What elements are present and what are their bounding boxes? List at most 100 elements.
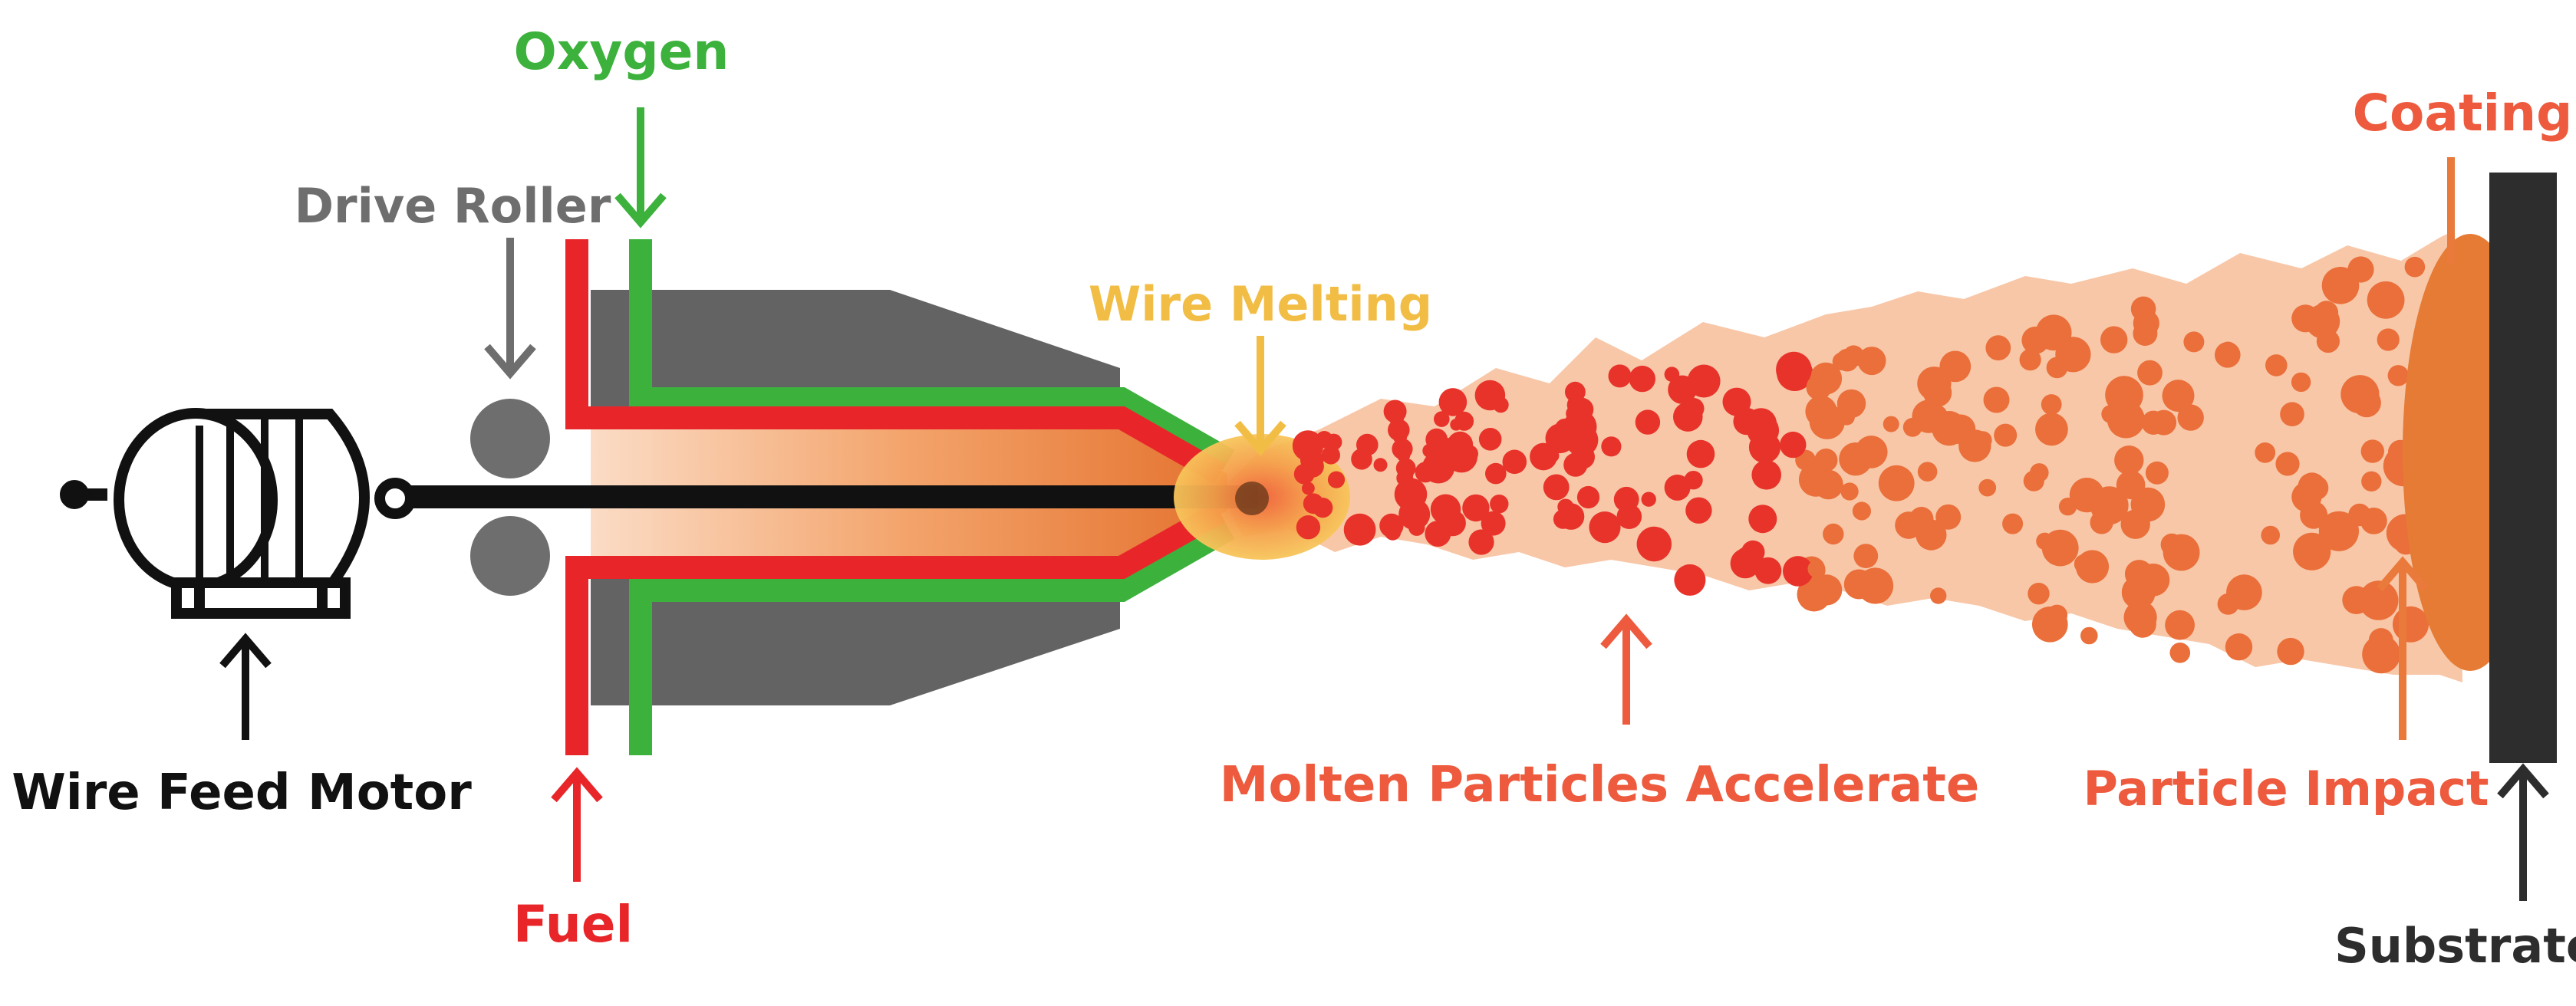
particle xyxy=(1930,587,1947,604)
particle xyxy=(1733,407,1761,436)
particle xyxy=(1292,430,1324,462)
particle xyxy=(1840,482,1859,501)
particle-impact-arrow xyxy=(2377,556,2429,740)
drive-roller-icon xyxy=(470,399,550,596)
wire-melting-arrow xyxy=(1234,336,1286,456)
particle xyxy=(2080,626,2098,645)
particle xyxy=(1783,556,1813,587)
particle xyxy=(1401,468,1414,482)
particle xyxy=(1895,511,1923,539)
particle xyxy=(2035,413,2068,446)
particle xyxy=(1853,544,1879,568)
particle xyxy=(1856,567,1894,604)
particle xyxy=(2019,349,2041,371)
particle xyxy=(1384,524,1402,541)
drive-roller-arrow xyxy=(484,238,536,380)
particle xyxy=(2293,532,2331,570)
particle xyxy=(1438,388,1468,416)
particle xyxy=(1754,557,1782,584)
particle xyxy=(1613,486,1639,512)
particle xyxy=(2130,487,2166,522)
particle xyxy=(1683,398,1705,419)
particle xyxy=(2404,256,2426,278)
particle xyxy=(1325,433,1342,451)
particle xyxy=(1629,365,1655,393)
particle xyxy=(1481,511,1506,536)
particle xyxy=(2360,439,2384,463)
particle xyxy=(1321,445,1340,465)
particle xyxy=(1686,439,1715,468)
particle xyxy=(1811,574,1843,606)
particle xyxy=(1554,418,1576,440)
particle xyxy=(1741,540,1765,564)
particle xyxy=(1408,519,1425,536)
particle xyxy=(1776,351,1812,388)
particle xyxy=(1302,482,1315,495)
particle xyxy=(1748,431,1781,464)
particle xyxy=(2305,304,2340,339)
particle xyxy=(1581,490,1598,507)
particle xyxy=(1978,478,1997,497)
substrate-label: Substrate xyxy=(2334,918,2576,974)
particle xyxy=(1855,436,1888,468)
particle xyxy=(1439,509,1466,537)
particle xyxy=(1301,455,1324,478)
particle xyxy=(2377,328,2400,351)
particle xyxy=(2275,452,2300,476)
particle xyxy=(2163,534,2200,571)
particle xyxy=(2277,637,2304,666)
particle xyxy=(2041,394,2062,415)
wire-melting-label: Wire Melting xyxy=(1089,276,1432,332)
particle xyxy=(1857,347,1886,376)
particle xyxy=(2023,470,2044,491)
particle xyxy=(1447,431,1474,458)
particle xyxy=(1589,511,1621,544)
particle xyxy=(1315,502,1327,515)
particle xyxy=(1813,469,1843,500)
particle xyxy=(2340,375,2380,414)
particle xyxy=(1664,474,1691,501)
particle xyxy=(1780,431,1807,459)
particle xyxy=(2367,281,2405,319)
substrate-arrow xyxy=(2497,763,2549,901)
fuel-arrow xyxy=(551,767,603,882)
particle xyxy=(2058,498,2077,516)
particle xyxy=(1983,386,2010,413)
particle xyxy=(1635,409,1661,435)
particle xyxy=(2069,478,2104,513)
particle xyxy=(1994,423,2018,447)
particle xyxy=(2261,525,2280,545)
molten-particles xyxy=(1292,256,2429,674)
particle xyxy=(2265,354,2288,376)
particle xyxy=(1807,560,1825,578)
particle xyxy=(1674,564,1706,596)
oxygen-label: Oxygen xyxy=(514,22,730,81)
particle xyxy=(2225,633,2253,661)
particle xyxy=(1883,416,1899,432)
molten-particles-label: Molten Particles Accelerate xyxy=(1220,757,1979,814)
particle xyxy=(1916,519,1947,551)
wire-feed-motor-arrow xyxy=(219,633,272,740)
particle xyxy=(1685,497,1712,524)
particle xyxy=(1852,501,1871,521)
particle xyxy=(1373,458,1388,472)
particle xyxy=(1917,367,1952,401)
particle xyxy=(2280,402,2304,426)
particle xyxy=(1928,405,1948,425)
particle xyxy=(2291,372,2311,393)
particle xyxy=(1823,523,1844,545)
particle xyxy=(1684,471,1703,490)
coating-label: Coating xyxy=(2353,84,2573,143)
particle xyxy=(2165,610,2196,640)
particle xyxy=(2002,513,2024,534)
particle xyxy=(1343,513,1376,546)
particle xyxy=(2177,404,2204,431)
particle xyxy=(1545,449,1560,463)
particle xyxy=(2387,365,2409,386)
particle xyxy=(2183,331,2205,353)
particle xyxy=(2255,442,2276,463)
particle xyxy=(1557,503,1585,530)
particle xyxy=(1478,428,1502,451)
fuel-label: Fuel xyxy=(513,895,633,954)
particle xyxy=(1493,396,1509,413)
